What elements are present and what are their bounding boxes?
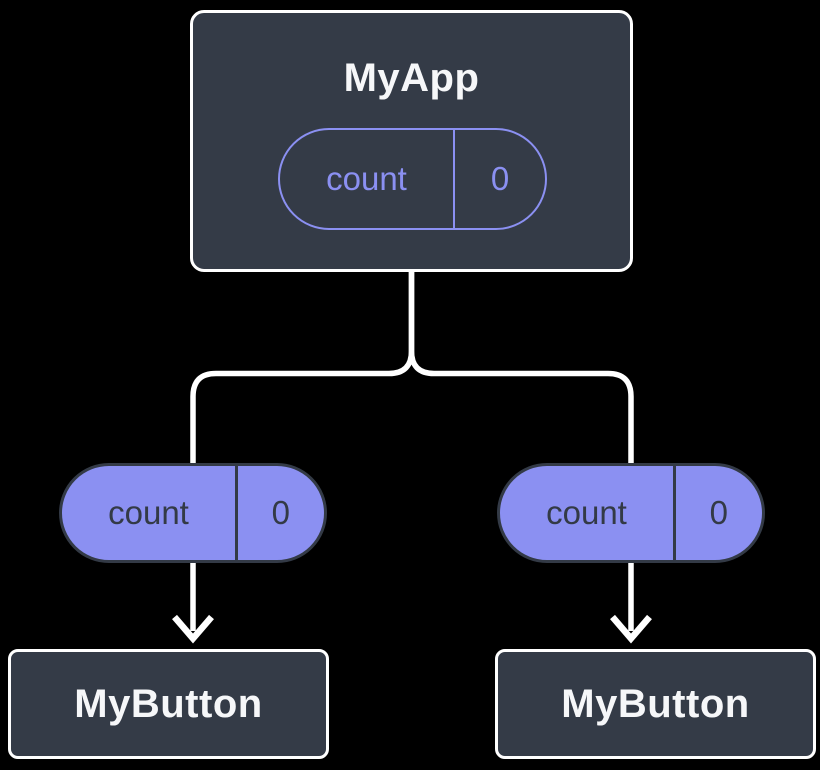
child-component-node-right: MyButton	[495, 649, 816, 759]
connector-branch-left	[190, 272, 415, 631]
pill-divider	[673, 466, 676, 560]
connector-branch-right	[408, 272, 634, 631]
arrow-down-icon	[172, 614, 214, 644]
root-component-node: MyApp count 0	[190, 10, 633, 272]
child-node-title: MyButton	[74, 681, 263, 726]
pill-divider	[235, 466, 238, 560]
prop-pill-right: count 0	[497, 463, 765, 563]
state-pill-key: count	[326, 160, 407, 197]
child-node-title: MyButton	[561, 681, 750, 726]
pill-divider	[453, 130, 455, 228]
state-pill-value: 0	[490, 160, 510, 197]
prop-pill-value: 0	[709, 494, 728, 531]
prop-pill-left: count 0	[59, 463, 327, 563]
prop-pill-key: count	[546, 494, 627, 531]
arrow-down-icon	[610, 614, 652, 644]
root-node-title: MyApp	[343, 56, 480, 100]
prop-pill-key: count	[108, 494, 189, 531]
child-component-node-left: MyButton	[8, 649, 329, 759]
state-pill: count 0	[278, 128, 547, 230]
prop-pill-value: 0	[271, 494, 290, 531]
